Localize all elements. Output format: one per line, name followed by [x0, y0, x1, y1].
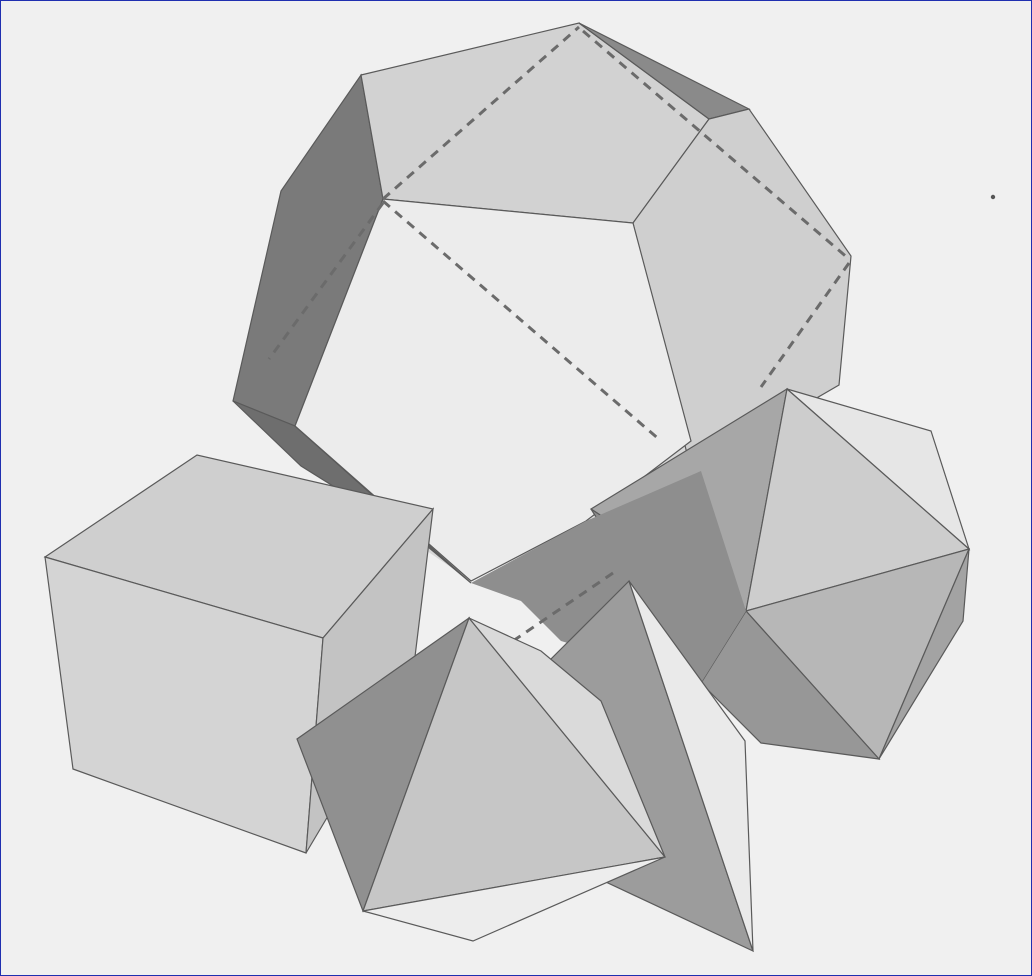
speck-mark [991, 195, 995, 199]
